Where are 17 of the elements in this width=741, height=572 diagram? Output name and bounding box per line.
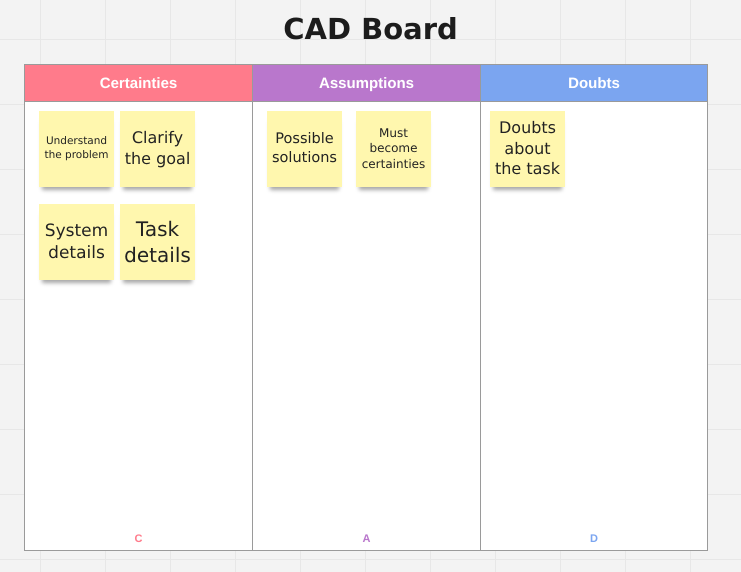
board-column: [480, 64, 708, 551]
sticky-note: Understand the problem: [39, 111, 114, 187]
board-column: [24, 64, 253, 551]
column-letter: C: [134, 533, 142, 545]
sticky-note: Must become certainties: [356, 111, 431, 187]
column-header: Assumptions: [253, 65, 480, 102]
sticky-note: Clarify the goal: [120, 111, 195, 187]
sticky-note: Possible solutions: [267, 111, 342, 187]
column-header: Certainties: [25, 65, 252, 102]
column-header: Doubts: [481, 65, 707, 102]
column-letter: A: [362, 533, 370, 545]
sticky-note: System details: [39, 204, 114, 280]
sticky-note: Doubts about the task: [490, 111, 565, 187]
sticky-note: Task details: [120, 204, 195, 280]
column-letter: D: [590, 533, 598, 545]
board-title: CAD Board: [283, 12, 458, 46]
board-column: [252, 64, 481, 551]
